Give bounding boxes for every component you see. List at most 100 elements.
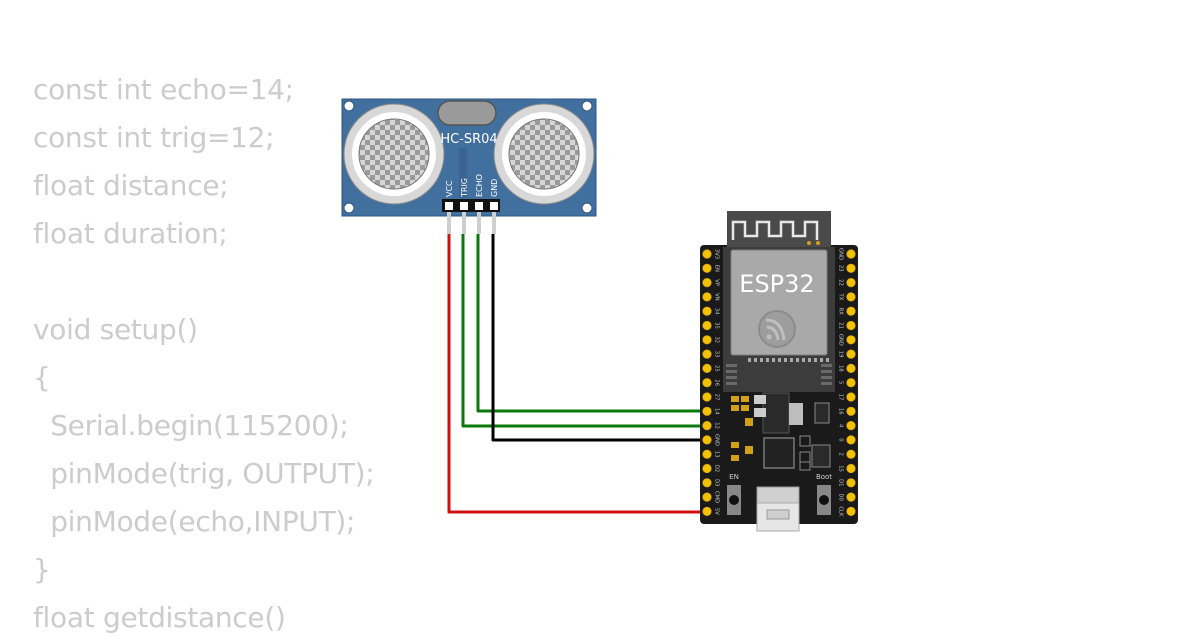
module-pad <box>796 358 799 362</box>
pin-label: CMD <box>714 491 720 503</box>
pin-label: CLK <box>838 506 844 517</box>
pin-label: 12 <box>714 422 720 429</box>
sensor-header <box>442 199 500 234</box>
module-pad <box>772 358 775 362</box>
pin-label: 2 <box>838 453 844 456</box>
pin-pad[interactable] <box>846 292 856 302</box>
crystal-oscillator <box>437 100 497 126</box>
pin-label: GND <box>714 434 720 446</box>
pin-pad[interactable] <box>846 278 856 288</box>
pin-pad[interactable] <box>702 492 712 502</box>
module-pad <box>754 358 757 362</box>
pin-pad[interactable] <box>846 349 856 359</box>
pin-pad[interactable] <box>702 320 712 331</box>
pin-label: EN <box>714 265 720 272</box>
code-listing: const int echo=14; const int trig=12; fl… <box>33 66 375 642</box>
pin-pad[interactable] <box>702 306 712 316</box>
module-pad <box>802 358 805 362</box>
gnd-wire[interactable] <box>491 234 709 442</box>
pin-pad[interactable] <box>702 263 712 273</box>
vcc-wire[interactable] <box>447 234 709 514</box>
code-line: Serial.begin(115200); <box>33 409 349 442</box>
mounting-hole <box>581 202 593 214</box>
pin-pad[interactable] <box>846 506 856 517</box>
esp32-board[interactable]: ESP32 <box>700 211 858 532</box>
module-pad <box>821 370 832 373</box>
pin-pad[interactable] <box>846 449 856 459</box>
pin-pad[interactable] <box>846 392 856 402</box>
module-pad <box>748 358 751 362</box>
module-pad <box>760 358 763 362</box>
code-line: const int echo=14; <box>33 73 294 106</box>
pin-pad[interactable] <box>702 278 712 288</box>
pin-pad[interactable] <box>702 463 712 474</box>
pin-pad[interactable] <box>702 435 712 445</box>
echo-wire[interactable] <box>476 234 709 413</box>
pin-label: 14 <box>714 408 720 415</box>
trig-wire[interactable] <box>461 234 709 428</box>
pin-label: 19 <box>838 351 844 358</box>
en-button[interactable] <box>727 485 741 515</box>
code-line: float duration; <box>33 217 228 250</box>
pin-label: 0 <box>838 438 844 441</box>
code-line: pinMode(echo,INPUT); <box>33 505 356 538</box>
code-line: float distance; <box>33 169 229 202</box>
pin-label: 3V3 <box>714 249 720 259</box>
usb-port[interactable] <box>757 487 799 531</box>
pin-label: D3 <box>714 479 720 486</box>
pin-label: 26 <box>714 379 720 386</box>
pin-pad[interactable] <box>846 320 856 331</box>
pin-label: GND <box>838 248 844 260</box>
pin-label: 22 <box>838 279 844 286</box>
transducer-right <box>493 103 595 205</box>
boot-button[interactable] <box>817 485 831 515</box>
pin-pad[interactable] <box>846 363 856 374</box>
mounting-hole <box>343 100 355 112</box>
pin-pad[interactable] <box>702 378 712 388</box>
pin-label-trig: TRIG <box>460 178 469 198</box>
pin-pad[interactable] <box>846 306 856 316</box>
pin-pad[interactable] <box>702 349 712 359</box>
mounting-hole <box>343 202 355 214</box>
pin-pad[interactable] <box>702 249 712 259</box>
pin-pad[interactable] <box>702 478 712 488</box>
pin-pad[interactable] <box>846 335 856 345</box>
pin-label: D2 <box>714 465 720 472</box>
pin-label: 13 <box>714 451 720 458</box>
module-pad <box>814 358 817 362</box>
module-pads <box>726 358 832 385</box>
pin-pad[interactable] <box>702 363 712 374</box>
pin-label: 15 <box>838 465 844 472</box>
pin-pad[interactable] <box>846 478 856 488</box>
pin-pad[interactable] <box>846 378 856 388</box>
pin-pad[interactable] <box>702 506 712 517</box>
pin-pad[interactable] <box>702 392 712 402</box>
pin-pad[interactable] <box>702 421 712 431</box>
pin-pad[interactable] <box>846 406 856 416</box>
pin-label: 35 <box>714 322 720 329</box>
pin-label: D0 <box>838 493 844 500</box>
pin-pad[interactable] <box>702 406 712 416</box>
board-label: ESP32 <box>739 270 814 298</box>
en-button-label: EN <box>729 473 739 481</box>
pin-pad[interactable] <box>846 492 856 502</box>
code-line: } <box>33 553 51 586</box>
pin-pad[interactable] <box>702 292 712 302</box>
wires <box>447 234 709 514</box>
pin-pad[interactable] <box>846 263 856 273</box>
sensor-trace <box>459 148 467 198</box>
pin-pad[interactable] <box>846 249 856 259</box>
pin-pad[interactable] <box>846 435 856 445</box>
pin-label: 18 <box>838 365 844 372</box>
ultrasonic-sensor[interactable]: HC-SR04 VCC TRIG ECHO GND <box>341 98 597 234</box>
module-pad <box>808 358 811 362</box>
pin-pad[interactable] <box>846 421 856 431</box>
pin-label-vcc: VCC <box>445 180 454 197</box>
pin-pad[interactable] <box>702 449 712 459</box>
pin-pad[interactable] <box>702 335 712 345</box>
code-line: float getdistance() <box>33 601 286 634</box>
module-pad <box>726 370 737 373</box>
pin-pad[interactable] <box>846 463 856 474</box>
module-pad <box>726 364 737 367</box>
